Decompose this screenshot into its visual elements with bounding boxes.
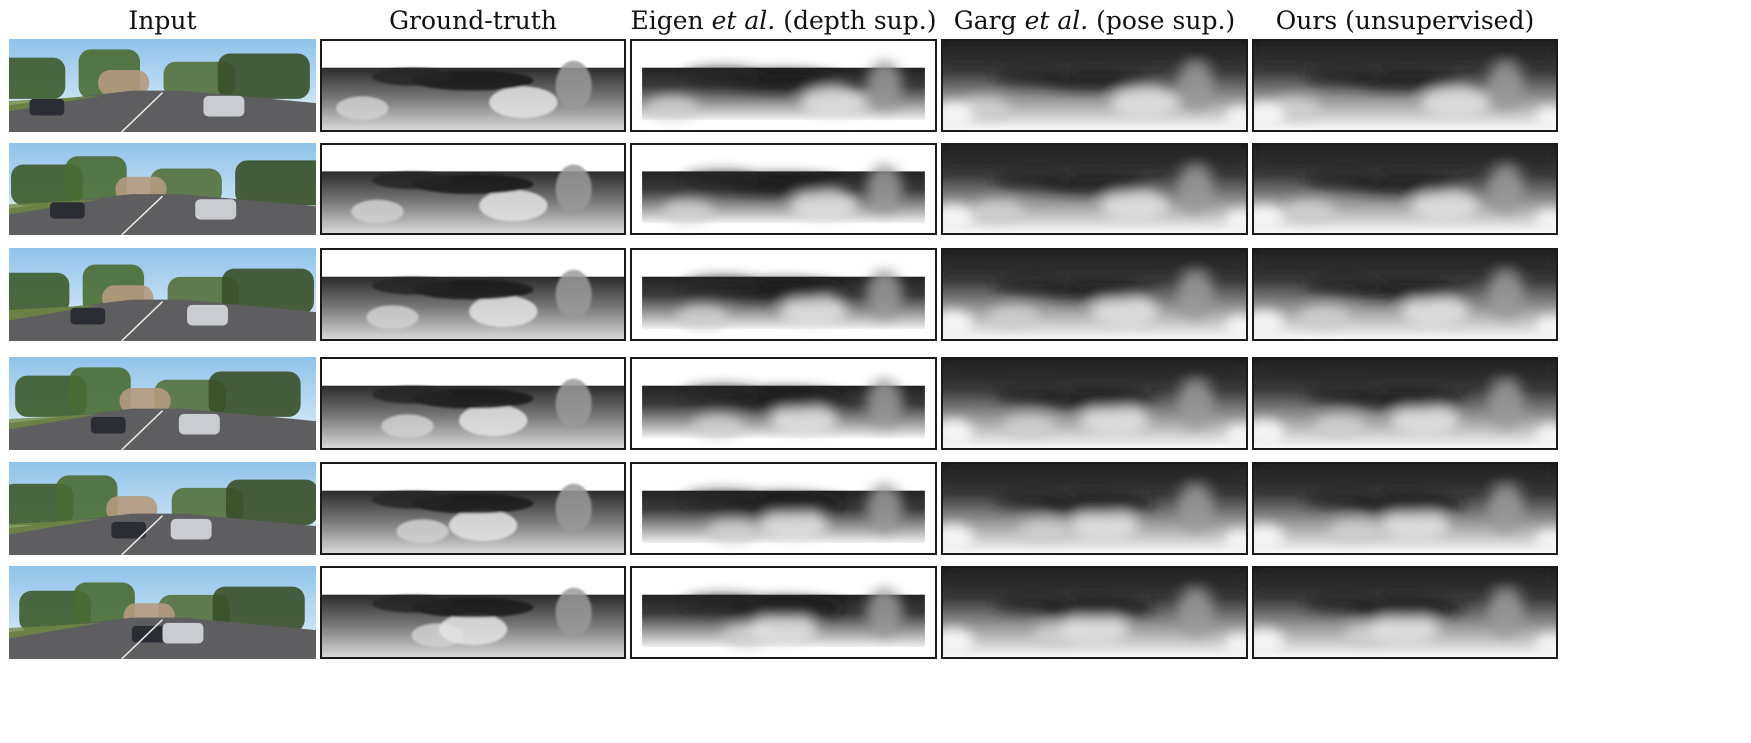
column-header-eigen-em: et al. [711,6,776,35]
ours-depth-map-row-6 [1252,566,1558,659]
ours-depth-map-row-3 [1252,248,1558,341]
eigen-depth-map-row-3 [630,248,937,341]
column-header-input-pre: Input [128,6,197,35]
column-header-eigen: Eigen et al. (depth sup.) [630,4,937,38]
garg-depth-map-row-2 [941,143,1248,235]
garg-depth-map-row-4 [941,357,1248,450]
column-header-input: Input [9,4,316,38]
input-photo-row-1 [9,39,316,132]
column-header-garg-em: et al. [1024,6,1089,35]
garg-depth-map-row-6 [941,566,1248,659]
gt-depth-map-row-3 [320,248,626,341]
input-photo-row-4 [9,357,316,450]
ours-depth-map-row-1 [1252,39,1558,132]
column-header-ours-pre: Ours (unsupervised) [1275,6,1535,35]
gt-depth-map-row-6 [320,566,626,659]
input-photo-row-3 [9,248,316,341]
gt-depth-map-row-5 [320,462,626,555]
ours-depth-map-row-4 [1252,357,1558,450]
eigen-depth-map-row-2 [630,143,937,235]
gt-depth-map-row-2 [320,143,626,235]
column-header-garg-post: (pose sup.) [1088,6,1236,35]
eigen-depth-map-row-4 [630,357,937,450]
input-photo-row-5 [9,462,316,555]
ours-depth-map-row-2 [1252,143,1558,235]
garg-depth-map-row-5 [941,462,1248,555]
gt-depth-map-row-4 [320,357,626,450]
ours-depth-map-row-5 [1252,462,1558,555]
eigen-depth-map-row-6 [630,566,937,659]
eigen-depth-map-row-5 [630,462,937,555]
input-photo-row-2 [9,143,316,235]
column-header-garg: Garg et al. (pose sup.) [941,4,1248,38]
garg-depth-map-row-3 [941,248,1248,341]
column-header-ours: Ours (unsupervised) [1252,4,1558,38]
input-photo-row-6 [9,566,316,659]
column-header-eigen-post: (depth sup.) [775,6,937,35]
column-header-garg-pre: Garg [953,6,1025,35]
column-header-gt-pre: Ground-truth [389,6,557,35]
garg-depth-map-row-1 [941,39,1248,132]
gt-depth-map-row-1 [320,39,626,132]
column-header-eigen-pre: Eigen [630,6,712,35]
column-header-gt: Ground-truth [320,4,626,38]
eigen-depth-map-row-1 [630,39,937,132]
